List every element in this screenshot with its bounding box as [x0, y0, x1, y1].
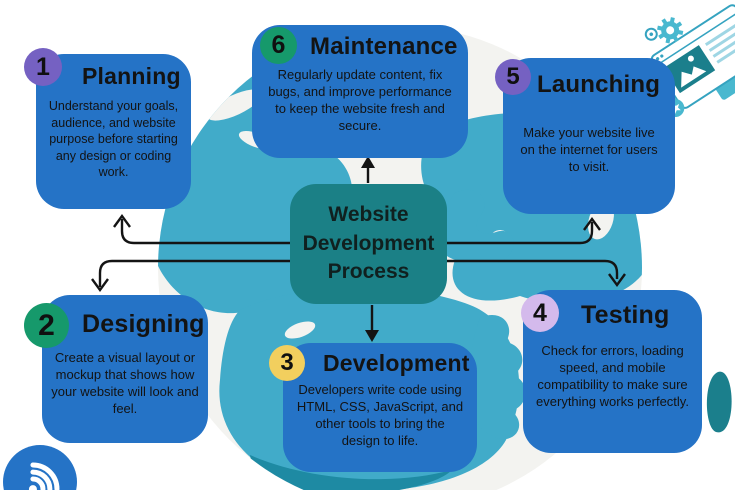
arrow-head-launching — [583, 216, 601, 231]
step-number-badge: 1 — [24, 48, 62, 86]
step-number-badge: 6 — [260, 27, 297, 64]
step-title: Testing — [581, 301, 670, 329]
step-title: Development — [323, 350, 470, 376]
step-box-launching: 5 Launching Make your website live on th… — [495, 58, 675, 214]
step-description: Developers write code using HTML, CSS, J… — [296, 382, 464, 449]
step-number: 5 — [506, 63, 520, 90]
continent-fragment — [706, 371, 732, 433]
step-description: Regularly update content, fix bugs, and … — [268, 67, 452, 134]
step-description: Understand your goals, audience, and web… — [48, 99, 179, 179]
step-number: 3 — [280, 349, 294, 376]
arrow-head-designing — [91, 278, 109, 293]
step-number-badge: 5 — [495, 59, 531, 95]
arrow-to-testing — [447, 259, 619, 279]
step-number-badge: 3 — [269, 345, 305, 381]
step-number: 4 — [533, 298, 547, 327]
step-number: 2 — [38, 308, 55, 342]
arrow-head-maintenance — [361, 156, 375, 168]
arrow-to-launching — [447, 222, 594, 245]
step-number-badge: 4 — [521, 294, 559, 332]
gear-icon — [657, 17, 684, 44]
step-box-testing: 4 Testing Check for errors, loading spee… — [521, 290, 702, 453]
step-description: Make your website live on the internet f… — [520, 125, 658, 175]
center-title-box: Website Development Process — [290, 184, 447, 304]
process-title: Website Development Process — [302, 203, 435, 284]
arrow-head-development — [365, 330, 379, 342]
step-description: Create a visual layout or mockup that sh… — [51, 350, 199, 417]
arrow-to-designing — [98, 259, 290, 287]
step-box-maintenance: 6 Maintenance Regularly update content, … — [252, 25, 468, 158]
small-gear-icon — [644, 27, 658, 41]
step-title: Launching — [537, 71, 661, 98]
step-title: Planning — [82, 63, 181, 89]
arrow-to-planning — [120, 219, 290, 245]
step-number: 6 — [271, 31, 286, 59]
step-number-badge: 2 — [24, 303, 69, 348]
step-number: 1 — [36, 52, 50, 81]
step-title: Maintenance — [310, 33, 458, 60]
step-box-planning: 1 Planning Understand your goals, audien… — [24, 48, 191, 209]
step-title: Designing — [82, 310, 205, 338]
step-box-designing: 2 Designing Create a visual layout or mo… — [24, 295, 208, 443]
step-description: Check for errors, loading speed, and mob… — [536, 343, 689, 410]
arrow-head-testing — [608, 273, 626, 288]
arrow-head-planning — [113, 213, 131, 228]
step-box-development: 3 Development Developers write code usin… — [269, 343, 477, 472]
